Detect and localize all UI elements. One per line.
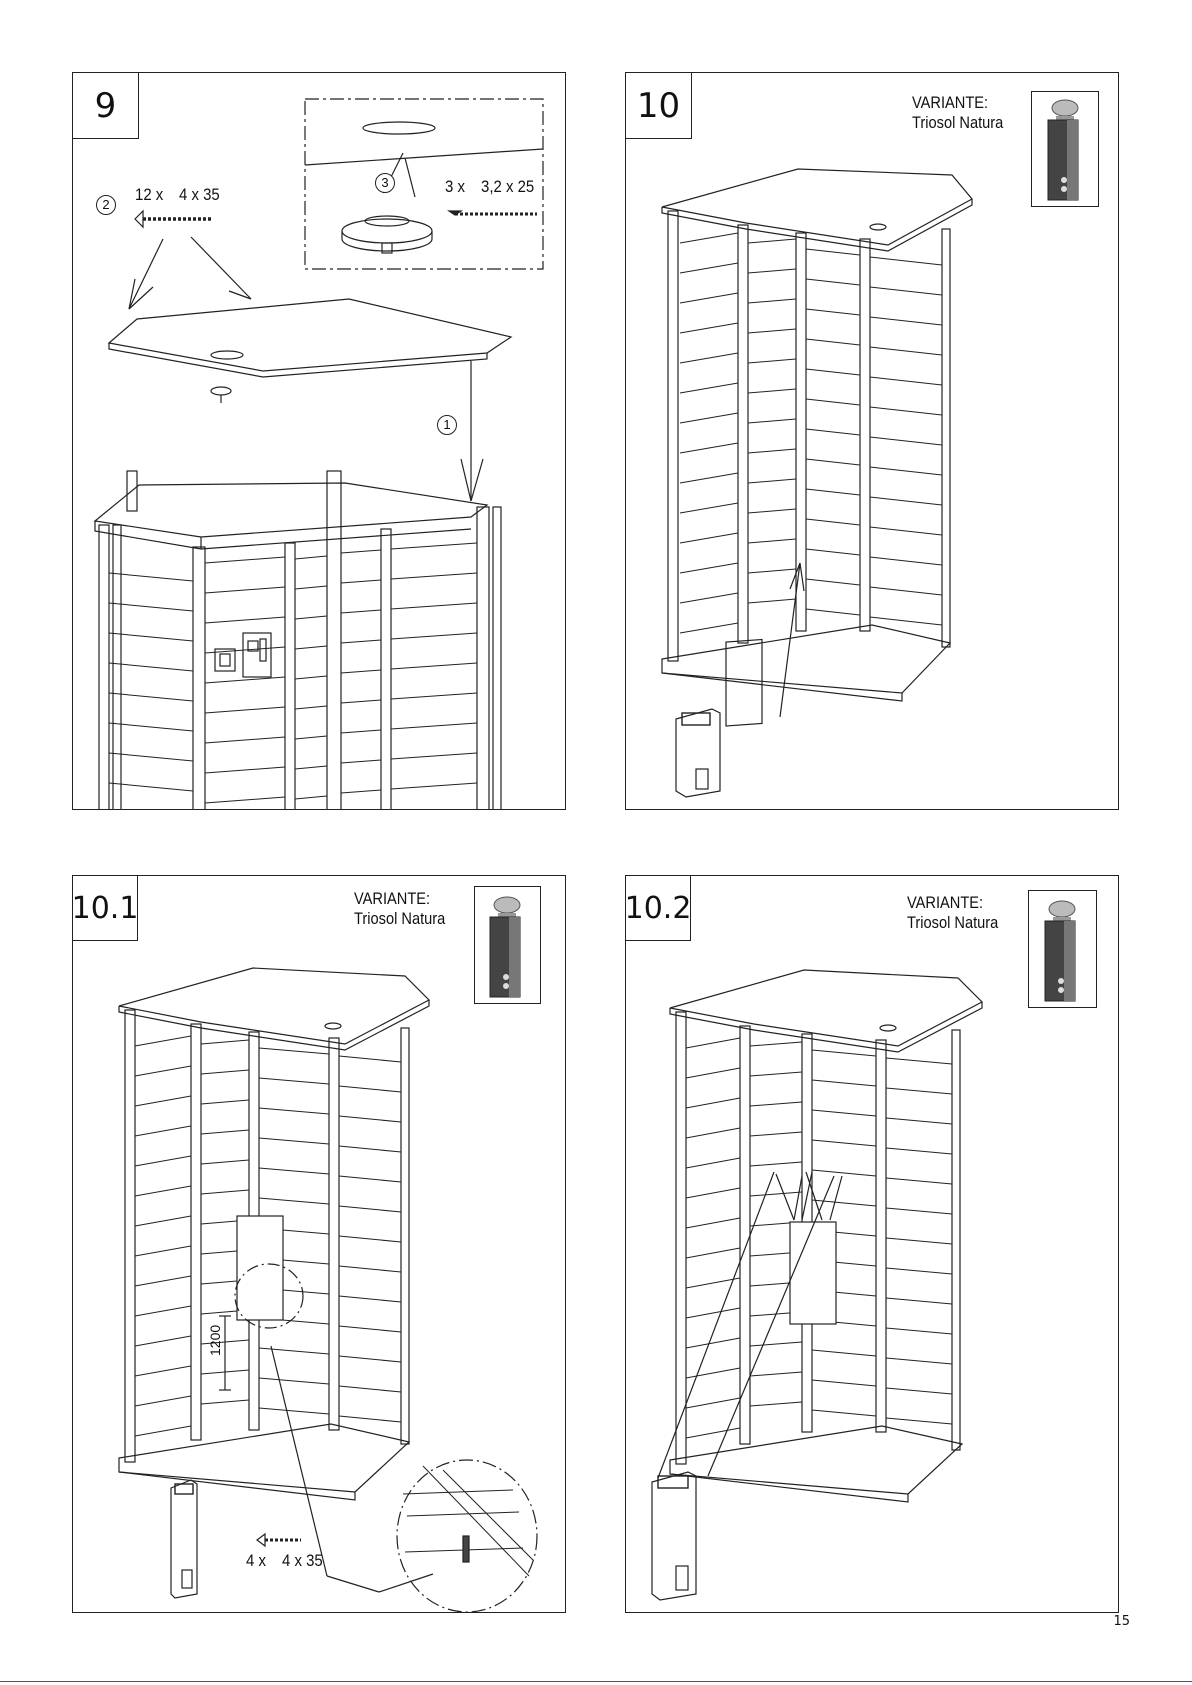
screw-qty-label: 3 x: [445, 177, 465, 197]
screw-qty-label: 4 x: [246, 1551, 266, 1571]
panel-step-10: 10 VARIANTE: Triosol Natura: [625, 72, 1119, 810]
step-number: 10.1: [73, 876, 138, 941]
panel-step-10-1: 10.1 VARIANTE: Triosol Natura: [72, 875, 566, 1613]
screw-size-label: 3,2 x 25: [481, 177, 534, 197]
heater-thumbnail: [1028, 890, 1097, 1008]
footer-rule: [0, 1681, 1192, 1682]
variant-name: Triosol Natura: [912, 113, 1003, 133]
heater-thumbnail: [474, 886, 541, 1004]
panel-step-9: 9: [72, 72, 566, 810]
variant-label: VARIANTE: Triosol Natura: [912, 93, 1003, 133]
heater-icon: [1032, 92, 1098, 206]
screw-qty-label: 12 x: [135, 185, 163, 205]
step-number: 10: [626, 73, 692, 139]
variant-title: VARIANTE:: [354, 889, 445, 909]
variant-title: VARIANTE:: [907, 893, 998, 913]
variant-name: Triosol Natura: [354, 909, 445, 929]
callout-3: 3: [375, 173, 395, 193]
panel-step-10-2: 10.2 VARIANTE: Triosol Natura: [625, 875, 1119, 1613]
variant-label: VARIANTE: Triosol Natura: [907, 893, 998, 933]
page-number: 15: [1113, 1614, 1130, 1629]
heater-icon: [475, 887, 540, 1003]
dimension-label: 1200: [207, 1325, 223, 1356]
callout-2: 2: [96, 195, 116, 215]
variant-name: Triosol Natura: [907, 913, 998, 933]
step-number: 10.2: [626, 876, 691, 941]
variant-title: VARIANTE:: [912, 93, 1003, 113]
heater-icon: [1029, 891, 1096, 1007]
variant-label: VARIANTE: Triosol Natura: [354, 889, 445, 929]
callout-1: 1: [437, 415, 457, 435]
step-number: 9: [73, 73, 139, 139]
heater-thumbnail: [1031, 91, 1099, 207]
screw-size-label: 4 x 35: [179, 185, 220, 205]
screw-size-label: 4 x 35: [282, 1551, 323, 1571]
